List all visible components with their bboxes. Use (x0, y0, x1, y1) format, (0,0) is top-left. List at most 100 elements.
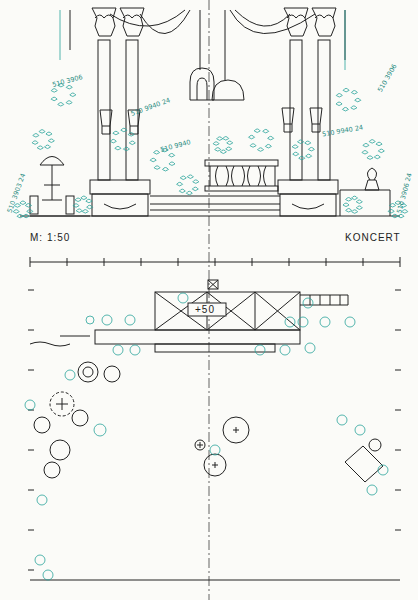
foliage-leaf (369, 140, 375, 144)
plant-pot (43, 570, 53, 580)
plant-pot (102, 315, 112, 325)
foliage-leaf (352, 210, 358, 214)
foliage-leaf (186, 191, 192, 195)
plant-pot (337, 415, 347, 425)
foliage-leaf (220, 150, 226, 154)
plant-pot (280, 345, 290, 355)
foliage-leaf (193, 180, 199, 184)
foliage-leaf (86, 199, 92, 203)
foliage-leaf (308, 147, 314, 151)
foliage-leaf (110, 139, 116, 143)
foliage-leaf (17, 214, 23, 218)
plant-pot (25, 400, 35, 410)
plant-pot (285, 317, 295, 327)
plant-pot (255, 345, 265, 355)
plant-pot (130, 345, 140, 355)
drawing-title: KONCERT (345, 233, 401, 243)
plant-pot (303, 298, 313, 308)
foliage-leaf (352, 196, 358, 200)
foliage-leaf (258, 148, 264, 152)
foliage-leaf (374, 155, 380, 159)
foliage-leaf (336, 102, 342, 106)
foliage-leaf (356, 206, 362, 210)
foliage-leaf (362, 151, 368, 155)
foliage-leaf (356, 200, 362, 204)
foliage-leaf (351, 91, 357, 95)
foliage-leaf (121, 128, 127, 132)
foliage-leaf (123, 147, 129, 151)
plant-pot (94, 424, 106, 436)
plant-code: 510 9940 24 (130, 97, 171, 117)
plant-pot (125, 315, 135, 325)
plant-code: 510 9940 (160, 139, 192, 153)
foliage-leaf (48, 139, 54, 143)
foliage-leaf (376, 142, 382, 146)
foliage-leaf (250, 144, 256, 148)
foliage-leaf (81, 196, 87, 200)
foliage-leaf (342, 107, 348, 111)
foliage-leaf (227, 141, 233, 145)
level-mark: +50 (195, 305, 215, 315)
foliage-leaf (343, 203, 349, 207)
plant-cord (60, 10, 345, 70)
foliage-leaf (355, 98, 361, 102)
plant-pot (86, 316, 94, 324)
foliage-leaf (66, 101, 72, 105)
foliage-leaf (162, 167, 168, 171)
foliage-leaf (32, 141, 38, 145)
foliage-leaf (390, 204, 396, 208)
foliage-leaf (129, 141, 135, 145)
foliage-leaf (298, 140, 304, 144)
foliage-leaf (179, 189, 185, 193)
foliage-leaf (169, 162, 175, 166)
plant-code: 510 3906 (377, 63, 398, 93)
plant-code: 510 3903 24 (7, 173, 27, 214)
foliage-leaf (33, 134, 39, 138)
foliage-leaf (213, 142, 219, 146)
plant-pot (37, 495, 47, 505)
plant-pot (178, 293, 188, 303)
plant-pot (113, 345, 123, 355)
plant-pot (298, 317, 308, 327)
foliage-leaf (20, 201, 26, 205)
foliage-leaf (336, 94, 342, 98)
foliage-leaf (51, 89, 57, 93)
foliage-leaf (66, 85, 72, 89)
plant-code: 510 9940 24 (322, 124, 364, 138)
foliage-leaf (215, 148, 221, 152)
foliage-leaf (154, 166, 160, 170)
foliage-leaf (187, 175, 193, 179)
foliage-leaf (346, 198, 352, 202)
foliage-leaf (226, 147, 232, 151)
plant-pot (305, 343, 315, 353)
plant-pot (367, 485, 377, 495)
foliage-leaf (87, 205, 93, 209)
foliage-leaf (223, 137, 229, 141)
plant-pot (378, 465, 388, 475)
scale-note: M: 1:50 (30, 233, 70, 243)
foliage-leaf (75, 198, 81, 202)
foliage-leaf (13, 210, 19, 214)
foliage-leaf (293, 152, 299, 156)
foliage-leaf (70, 93, 76, 97)
foliage-leaf (115, 146, 121, 150)
foliage-leaf (46, 132, 52, 136)
plant-pot (355, 425, 365, 435)
foliage-leaf (346, 209, 352, 213)
foliage-leaf (180, 176, 186, 180)
foliage-leaf (299, 156, 305, 160)
foliage-leaf (39, 130, 45, 134)
foliage-leaf (254, 129, 260, 133)
foliage-leaf (23, 214, 29, 218)
foliage-leaf (73, 204, 79, 208)
foliage-leaf (45, 145, 51, 149)
foliage-leaf (192, 187, 198, 191)
foliage-leaf (25, 204, 31, 208)
foliage-leaf (37, 146, 43, 150)
foliage-leaf (249, 135, 255, 139)
foliage-leaf (51, 97, 57, 101)
foliage-leaf (343, 88, 349, 92)
foliage-leaf (217, 137, 223, 141)
